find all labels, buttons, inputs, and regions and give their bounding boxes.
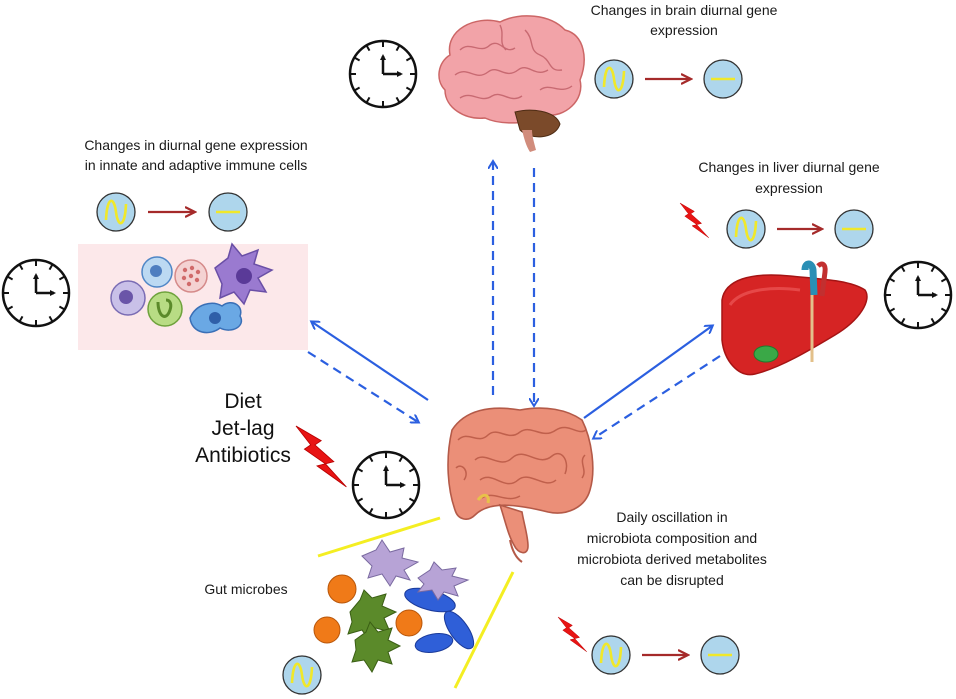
brain-clock-icon — [348, 39, 418, 109]
oscillation-cell-icon — [593, 58, 635, 100]
liver-title: Changes in liver diurnal gene expression — [698, 159, 880, 196]
liver-expression-transition — [725, 208, 875, 250]
microbe-icon — [361, 539, 420, 587]
microbe-icon — [351, 621, 402, 673]
brain-expression-transition — [593, 58, 744, 100]
flat-cell-icon — [207, 191, 249, 233]
microbiota-expression-transition — [590, 634, 741, 676]
oscillation-cell-icon — [725, 208, 767, 250]
immune-clock-icon — [1, 258, 71, 328]
gut-microbes-label: Gut microbes — [204, 581, 287, 597]
microbe-icon — [347, 589, 398, 644]
brain-icon — [438, 15, 585, 152]
gut-clock-icon — [351, 450, 421, 520]
microbiota-lightning-bolt-icon — [557, 616, 588, 653]
oscillation-cell-icon — [95, 191, 137, 233]
disruptor-jet-lag: Jet-lag — [211, 417, 274, 440]
liver-lightning-bolt-icon — [679, 202, 710, 239]
brain-title-line1: Changes in brain diurnal gene — [591, 2, 778, 18]
microbe-icon — [443, 610, 475, 650]
liver-icon — [721, 260, 868, 376]
microbiota-line3: microbiota derived metabolites — [577, 551, 767, 567]
liver-title-line2: expression — [755, 180, 823, 196]
brain-title: Changes in brain diurnal gene expression — [591, 2, 778, 38]
microbiota-line1: Daily oscillation in — [616, 509, 727, 525]
immune-gut-arrows — [307, 322, 429, 422]
flat-cell-icon — [699, 634, 741, 676]
gut-microbe-oscillation-icon — [281, 654, 323, 696]
microbe-icon — [414, 633, 454, 653]
brain-title-line2: expression — [650, 22, 718, 38]
microbiota-line2: microbiota composition and — [587, 530, 757, 546]
disruptor-diet: Diet — [224, 390, 262, 413]
immune-expression-transition — [95, 191, 249, 233]
microbe-icon — [313, 616, 341, 644]
immune-title-line1: Changes in diurnal gene expression — [84, 137, 307, 153]
liver-clock-icon — [883, 260, 953, 330]
immune-title: Changes in diurnal gene expression in in… — [84, 137, 307, 173]
liver-title-line1: Changes in liver diurnal gene — [698, 159, 880, 175]
flat-cell-icon — [702, 58, 744, 100]
microbe-icon — [327, 574, 357, 604]
flat-cell-icon — [833, 208, 875, 250]
microbe-icon — [395, 609, 423, 637]
microbiota-line4: can be disrupted — [620, 572, 724, 588]
microbiota-description: Daily oscillation in microbiota composit… — [577, 509, 767, 588]
brain-gut-arrows — [493, 162, 534, 405]
disruptor-lightning-bolt-icon — [295, 425, 347, 488]
gut-microbes-separator — [317, 516, 515, 689]
gut-microbes-cluster — [313, 539, 475, 673]
microbe-icon — [416, 561, 470, 601]
oscillation-cell-icon — [590, 634, 632, 676]
intestine-icon — [447, 407, 594, 563]
immune-cells-icon — [78, 242, 308, 350]
liver-gut-arrows — [583, 326, 721, 438]
disruptor-antibiotics: Antibiotics — [195, 444, 291, 467]
disruptor-list: Diet Jet-lag Antibiotics — [195, 390, 291, 467]
immune-title-line2: in innate and adaptive immune cells — [85, 157, 308, 173]
